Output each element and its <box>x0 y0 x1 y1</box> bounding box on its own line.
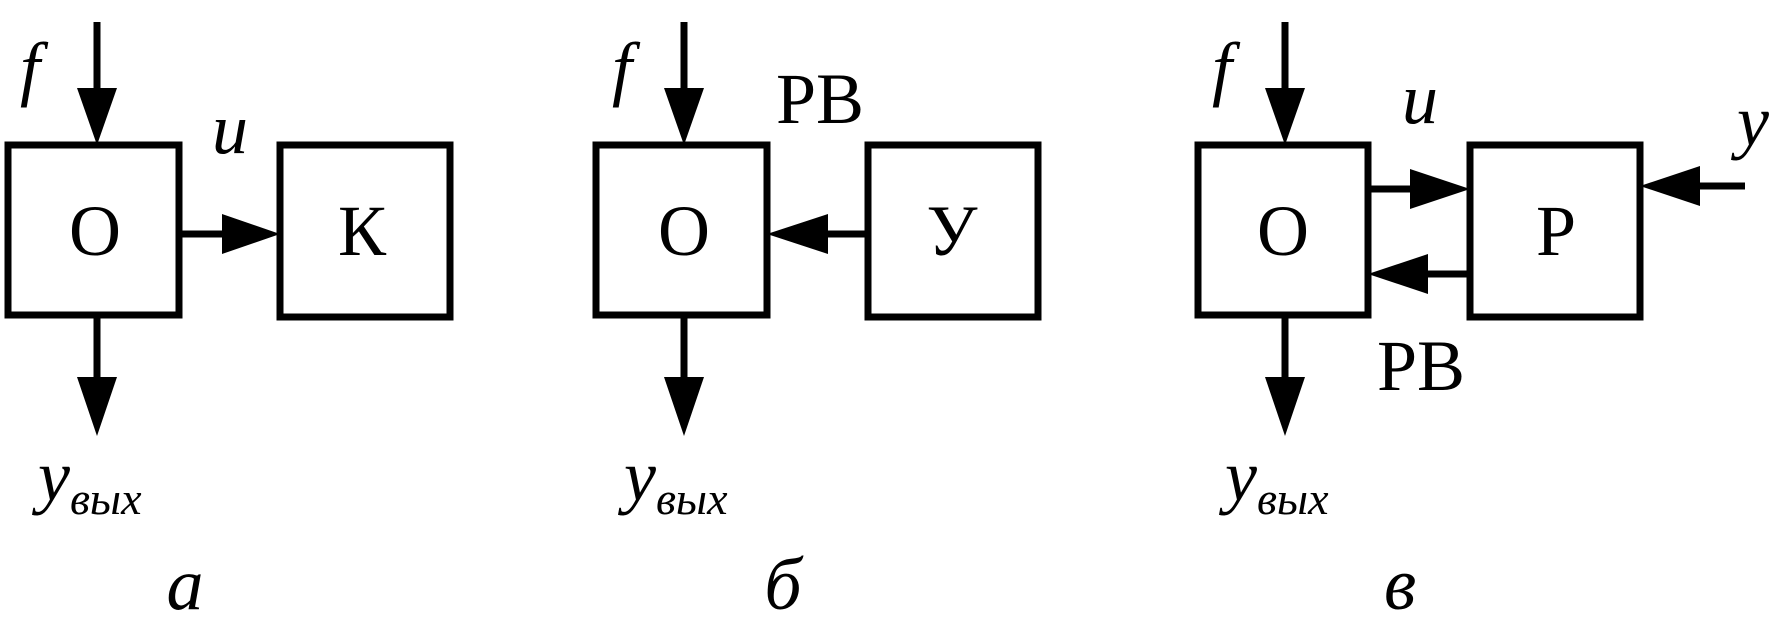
output-label-c: yвых <box>1218 436 1329 524</box>
output-arrow-b <box>664 315 704 436</box>
panel-c: О Р f u РВ y yвых <box>1194 22 1769 626</box>
control-arrow-c <box>1368 169 1470 209</box>
panel-c-caption: в <box>1384 544 1416 626</box>
output-arrow-a <box>77 315 117 436</box>
k-block <box>276 141 454 321</box>
disturbance-label-c: f <box>1212 28 1241 108</box>
setpoint-label-c: y <box>1730 81 1769 161</box>
object-block-c-label: О <box>1257 191 1309 271</box>
output-arrow-c <box>1265 315 1305 436</box>
control-action-label-c: РВ <box>1377 326 1465 406</box>
panel-b: О У f РВ yвых б <box>592 22 1042 626</box>
control-arrow-a <box>179 214 280 254</box>
object-block-a-label: О <box>69 191 121 271</box>
control-label-a: u <box>212 89 248 169</box>
output-label-b: yвых <box>617 436 728 524</box>
disturbance-label-a: f <box>20 28 49 108</box>
object-block-b <box>592 141 771 319</box>
disturbance-label-b: f <box>612 28 641 108</box>
object-block-c <box>1194 141 1372 319</box>
disturbance-arrow-b <box>664 22 704 145</box>
r-block <box>1466 141 1644 321</box>
u-block <box>864 141 1042 321</box>
output-label-a: yвых <box>31 436 142 524</box>
u-block-label: У <box>927 191 978 271</box>
disturbance-arrow-c <box>1265 22 1305 145</box>
panel-a: О К f u yвых а <box>4 22 454 626</box>
disturbance-arrow-a <box>77 22 117 145</box>
setpoint-arrow-c <box>1640 166 1745 206</box>
control-action-label-b: РВ <box>776 59 864 139</box>
r-block-label: Р <box>1536 191 1576 271</box>
panel-a-caption: а <box>167 544 204 626</box>
control-label-c: u <box>1402 59 1438 139</box>
panel-b-caption: б <box>764 544 804 626</box>
feedback-arrow-c <box>1368 254 1470 294</box>
control-arrow-b <box>767 214 868 254</box>
k-block-label: К <box>338 191 387 271</box>
object-block-b-label: О <box>658 191 710 271</box>
